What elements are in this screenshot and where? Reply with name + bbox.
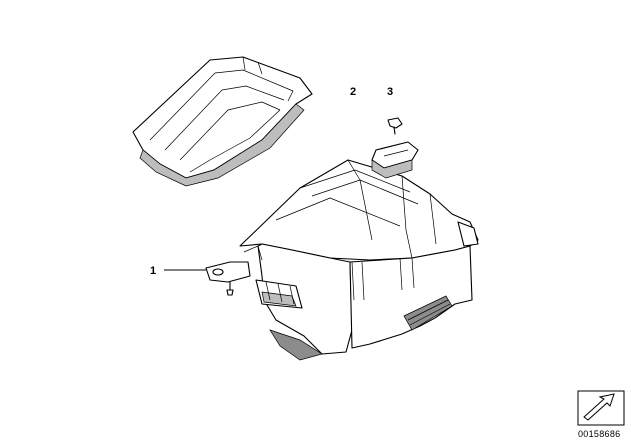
callout-2-label: 2 (350, 86, 356, 98)
cover-lid-part (132, 56, 313, 187)
housing-part (205, 141, 479, 361)
callout-3-label: 3 (387, 86, 393, 98)
callout-1-label: 1 (150, 265, 156, 277)
document-id: 00158686 (578, 429, 620, 439)
arrow-icon[interactable] (577, 390, 625, 426)
screw-part (387, 117, 403, 135)
